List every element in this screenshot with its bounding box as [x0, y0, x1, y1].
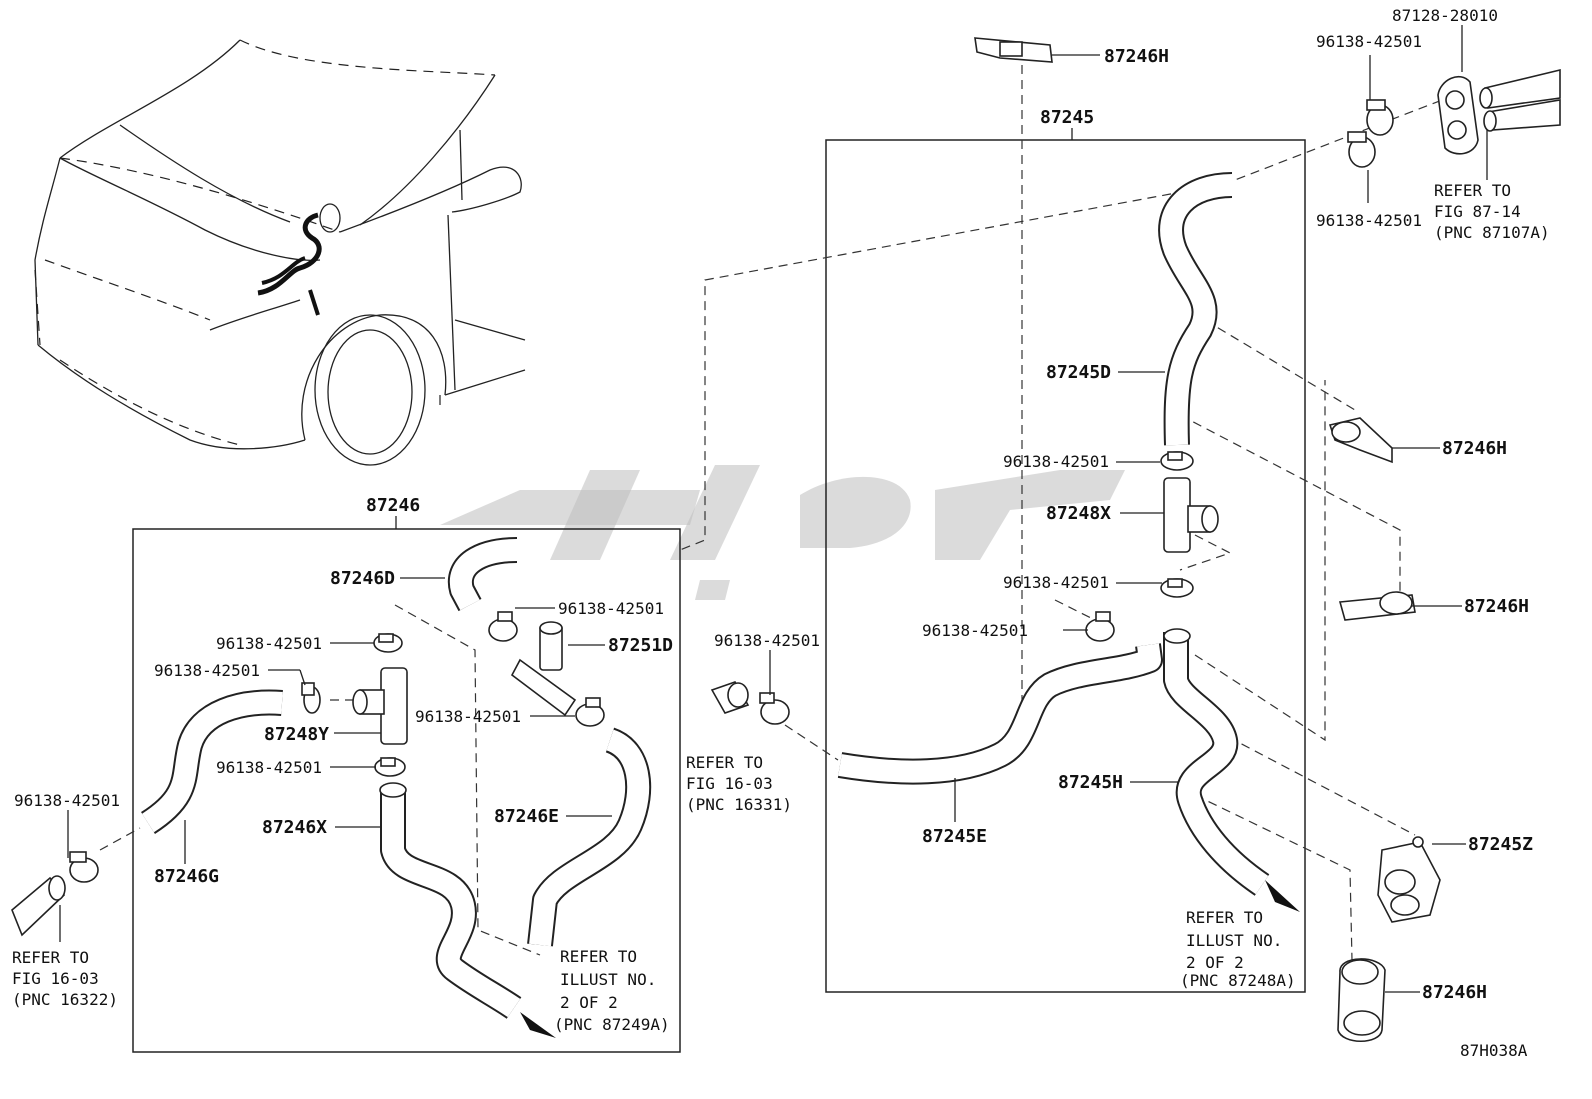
label-96138-42501: 96138-42501	[558, 599, 664, 618]
label-87246D: 87246D	[330, 568, 395, 589]
bracket-87245Z-icon	[1377, 836, 1441, 923]
clamp-icon	[1347, 131, 1376, 168]
clamp-icon	[488, 611, 518, 642]
pipe-end-icon	[710, 681, 750, 714]
grommet-87128-icon	[1437, 68, 1561, 155]
watermark-logo	[440, 465, 1125, 600]
joint-87248X-icon	[1163, 477, 1219, 553]
label-96138-42501: 96138-42501	[922, 621, 1028, 640]
clamp-icon	[1160, 578, 1194, 598]
label-87246H: 87246H	[1464, 596, 1529, 617]
svg-text:REFER TO: REFER TO	[560, 947, 637, 966]
svg-text:(PNC 16331): (PNC 16331)	[686, 795, 792, 814]
illustration-code: 87H038A	[1460, 1041, 1528, 1060]
part-labels: 87246H 87128-28010 96138-42501 96138-425…	[14, 6, 1533, 1003]
joint-87248Y-icon	[352, 667, 408, 745]
label-96138-42501: 96138-42501	[1003, 573, 1109, 592]
bracket-87246H-r2-icon	[1338, 591, 1416, 621]
clamp-icon	[759, 692, 790, 725]
hose-87245H	[1163, 632, 1270, 896]
label-96138-42501: 96138-42501	[714, 631, 820, 650]
svg-text:REFER TO: REFER TO	[12, 948, 89, 967]
label-96138-42501: 96138-42501	[216, 634, 322, 653]
group-box-87245	[825, 139, 1306, 993]
label-87248X: 87248X	[1046, 503, 1111, 524]
label-87245H: 87245H	[1058, 772, 1123, 793]
label-87246H: 87246H	[1442, 438, 1507, 459]
clamp-icon	[69, 851, 99, 883]
label-87246G: 87246G	[154, 866, 219, 887]
svg-text:ILLUST NO.: ILLUST NO.	[560, 970, 656, 989]
label-87245Z: 87245Z	[1468, 834, 1533, 855]
arrow-icon	[520, 1012, 556, 1038]
clamp-icon	[575, 697, 605, 727]
bracket-87246H-r1-icon	[1328, 417, 1393, 464]
label-87245D: 87245D	[1046, 362, 1111, 383]
clamp-icon	[374, 757, 406, 777]
svg-text:(PNC 87249A): (PNC 87249A)	[554, 1015, 670, 1034]
vehicle-illustration	[34, 39, 526, 466]
label-96138-42501: 96138-42501	[1316, 32, 1422, 51]
svg-text:2 OF 2: 2 OF 2	[560, 993, 618, 1012]
label-87245E: 87245E	[922, 826, 987, 847]
leader-lines	[59, 25, 1488, 993]
hose-87245D	[1158, 172, 1233, 446]
svg-text:(PNC 87107A): (PNC 87107A)	[1434, 223, 1550, 242]
label-96138-42501: 96138-42501	[14, 791, 120, 810]
pipe-end-icon	[11, 875, 66, 937]
hose-87246D	[447, 537, 518, 612]
bracket-87246H-top-icon	[974, 37, 1053, 63]
label-96138-42501: 96138-42501	[1316, 211, 1422, 230]
label-87248Y: 87248Y	[264, 724, 329, 745]
svg-text:REFER TO: REFER TO	[686, 753, 763, 772]
svg-text:REFER TO: REFER TO	[1434, 181, 1511, 200]
group-label-87246: 87246	[366, 495, 420, 516]
label-87246H: 87246H	[1422, 982, 1487, 1003]
arrow-icon	[1265, 880, 1300, 912]
hose-87246X	[380, 787, 522, 1019]
label-96138-42501: 96138-42501	[415, 707, 521, 726]
hose-end-icon	[379, 782, 407, 798]
label-96138-42501: 96138-42501	[154, 661, 260, 680]
note-refer-fig-16-03-mid: REFER TO FIG 16-03 (PNC 16331)	[686, 753, 792, 814]
label-87128-28010: 87128-28010	[1392, 6, 1498, 25]
clamp-icon	[1085, 611, 1115, 642]
group-label-87245: 87245	[1040, 107, 1094, 128]
svg-text:(PNC 16322): (PNC 16322)	[12, 990, 118, 1009]
note-refer-illust-87248A: REFER TO ILLUST NO. 2 OF 2 (PNC 87248A)	[1180, 908, 1296, 990]
label-87246X: 87246X	[262, 817, 327, 838]
svg-text:FIG 16-03: FIG 16-03	[686, 774, 773, 793]
clamp-icon	[1160, 451, 1194, 471]
label-87246E: 87246E	[494, 806, 559, 827]
hose-87246G	[140, 689, 283, 834]
joint-87251D-icon	[510, 621, 577, 717]
label-96138-42501: 96138-42501	[216, 758, 322, 777]
svg-text:REFER TO: REFER TO	[1186, 908, 1263, 927]
note-refer-fig-87-14: REFER TO FIG 87-14 (PNC 87107A)	[1434, 181, 1550, 242]
clamp-icon	[301, 682, 321, 714]
clamp-icon	[373, 633, 403, 653]
svg-text:FIG 16-03: FIG 16-03	[12, 969, 99, 988]
label-87251D: 87251D	[608, 635, 673, 656]
hose-end-icon	[1163, 628, 1191, 644]
hose-87245E	[837, 643, 1163, 785]
note-refer-fig-16-03-left: REFER TO FIG 16-03 (PNC 16322)	[12, 948, 118, 1009]
label-87246H: 87246H	[1104, 46, 1169, 67]
svg-text:FIG 87-14: FIG 87-14	[1434, 202, 1521, 221]
bracket-87246H-r3-icon	[1337, 958, 1386, 1042]
hose-87246E	[527, 727, 652, 947]
note-refer-illust-87249A: REFER TO ILLUST NO. 2 OF 2 (PNC 87249A)	[554, 947, 670, 1034]
clamp-icon	[1366, 99, 1394, 136]
connection-lines	[99, 65, 1456, 961]
svg-text:(PNC 87248A): (PNC 87248A)	[1180, 971, 1296, 990]
svg-text:ILLUST NO.: ILLUST NO.	[1186, 931, 1282, 950]
svg-text:2 OF 2: 2 OF 2	[1186, 953, 1244, 972]
group-box-87246	[132, 528, 681, 1053]
label-96138-42501: 96138-42501	[1003, 452, 1109, 471]
